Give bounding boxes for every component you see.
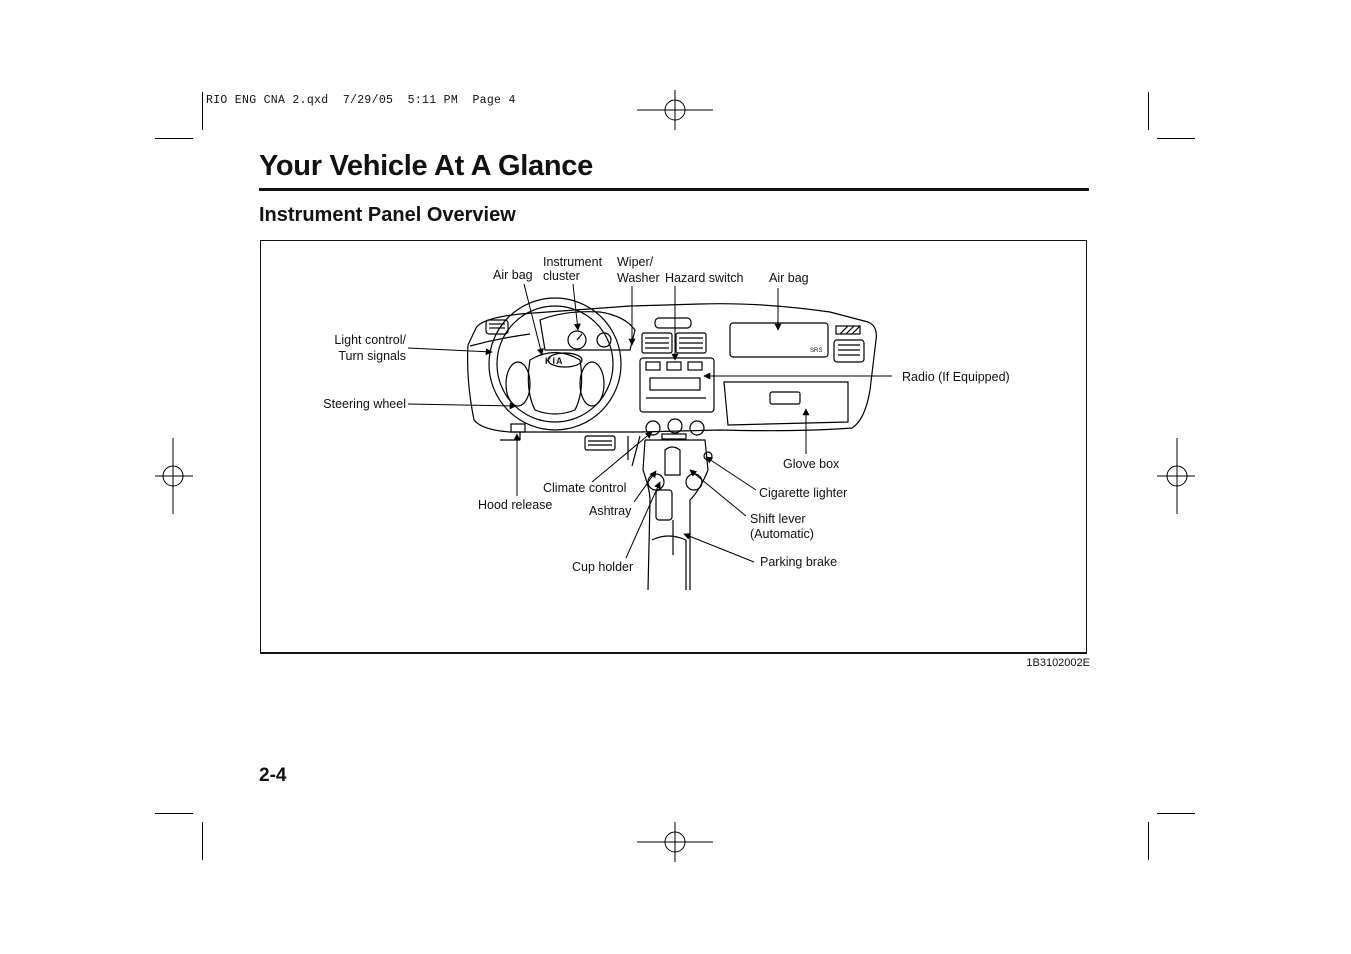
crop-mark xyxy=(1148,822,1149,860)
leader-cigarette-lighter xyxy=(705,456,757,491)
registration-mark-right xyxy=(1157,438,1195,514)
registration-mark-bottom xyxy=(637,822,713,862)
registration-mark-left xyxy=(155,438,193,514)
console-icon xyxy=(627,435,713,591)
printer-slug: RIO ENG CNA 2.qxd 7/29/05 5:11 PM Page 4 xyxy=(206,94,516,107)
callout-light-control-line1: Light control/ xyxy=(334,333,406,347)
instrument-cluster-icon xyxy=(539,311,636,351)
leader-light-control xyxy=(407,347,493,356)
callout-air-bag-right: Air bag xyxy=(769,271,809,285)
steering-wheel-icon xyxy=(488,297,622,431)
callout-ashtray: Ashtray xyxy=(589,504,632,518)
radio-icon xyxy=(639,357,715,413)
page-number: 2-4 xyxy=(259,765,287,786)
leader-ashtray xyxy=(633,470,657,503)
kia-badge: KIA xyxy=(545,356,564,366)
crop-mark xyxy=(202,822,203,860)
leader-parking-brake xyxy=(683,533,755,563)
crop-mark xyxy=(155,813,193,814)
dashboard-outline xyxy=(467,303,877,433)
callout-climate-control: Climate control xyxy=(543,481,627,495)
page-title: Your Vehicle At A Glance xyxy=(259,150,593,182)
srs-label: SRS xyxy=(810,348,823,354)
callout-light-control-line2: Turn signals xyxy=(338,349,406,363)
hood-release-icon xyxy=(510,423,526,433)
climate-control-icon xyxy=(645,418,705,440)
crop-mark xyxy=(202,92,203,130)
glove-box-icon xyxy=(723,381,849,426)
callout-cigarette-lighter: Cigarette lighter xyxy=(759,486,848,500)
callout-parking-brake: Parking brake xyxy=(760,555,838,569)
leader-steering-wheel xyxy=(407,402,517,410)
callout-cup-holder: Cup holder xyxy=(572,560,634,574)
callout-shift-lever-line2: (Automatic) xyxy=(750,527,814,541)
callout-hood-release: Hood release xyxy=(478,498,553,512)
leader-instrument-cluster xyxy=(572,283,581,331)
callout-glove-box: Glove box xyxy=(783,457,840,471)
callout-steering-wheel: Steering wheel xyxy=(323,397,406,411)
callout-radio: Radio (If Equipped) xyxy=(902,370,1010,384)
section-title: Instrument Panel Overview xyxy=(259,204,516,226)
figure-frame xyxy=(260,240,1087,654)
passenger-airbag-icon xyxy=(729,322,829,358)
crop-mark xyxy=(1148,92,1149,130)
figure-code: 1B3102002E xyxy=(1026,657,1090,669)
callout-hazard-switch: Hazard switch xyxy=(665,271,744,285)
callout-instrument-cluster-line2: cluster xyxy=(543,269,580,283)
callout-wiper-line1: Wiper/ xyxy=(617,255,654,269)
leader-shift-lever xyxy=(689,469,747,517)
crop-mark xyxy=(1157,138,1195,139)
right-vent-icon xyxy=(833,325,865,363)
leader-cup-holder xyxy=(625,481,661,559)
center-vents-icon xyxy=(641,317,707,354)
title-rule xyxy=(259,188,1089,191)
callout-air-bag-left: Air bag xyxy=(493,268,533,282)
leader-climate-control xyxy=(591,431,653,483)
callout-instrument-cluster-line1: Instrument xyxy=(543,255,603,269)
crop-mark xyxy=(1157,813,1195,814)
callout-shift-lever-line1: Shift lever xyxy=(750,512,806,526)
registration-mark-top xyxy=(637,90,713,130)
leader-air-bag-left xyxy=(523,283,544,356)
callout-wiper-line2: Washer xyxy=(617,271,660,285)
crop-mark xyxy=(155,138,193,139)
pedal-icon xyxy=(584,435,616,451)
